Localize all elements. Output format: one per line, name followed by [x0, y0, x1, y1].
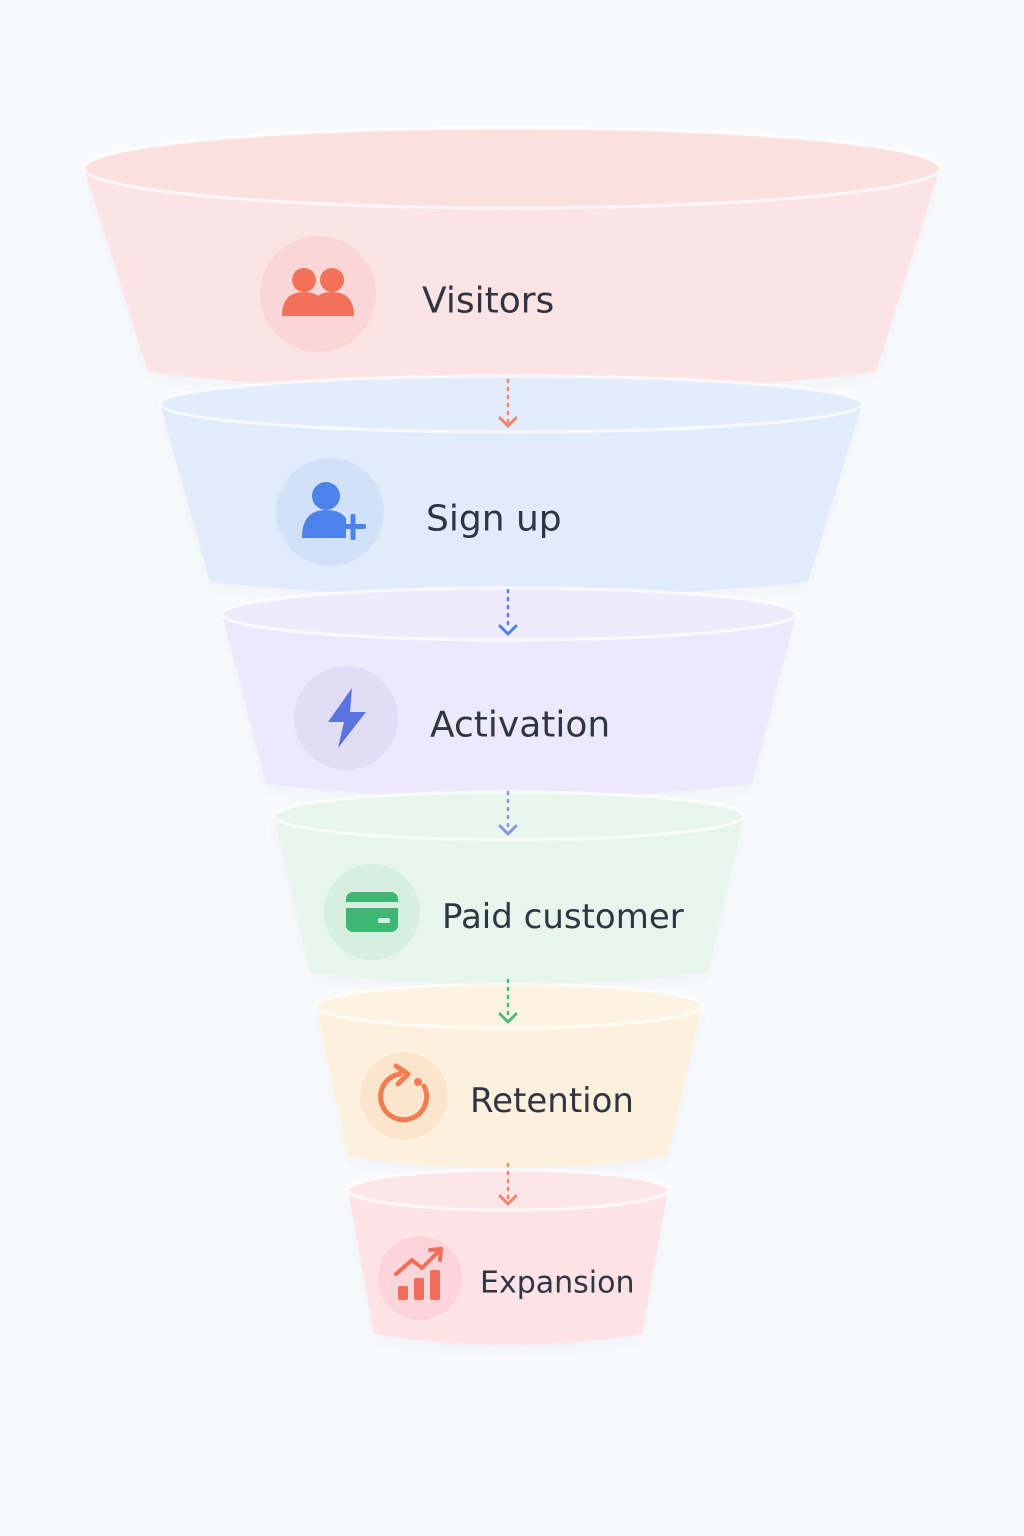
funnel-stage: Visitors — [82, 126, 942, 394]
connector-arrow — [498, 378, 518, 428]
stage-label: Paid customer — [442, 897, 684, 937]
credit-card-icon — [324, 864, 420, 960]
stage-label: Activation — [430, 705, 610, 746]
users-icon — [260, 236, 376, 352]
stage-label: Retention — [470, 1081, 634, 1121]
funnel-stage-rim — [158, 374, 864, 434]
funnel-stage: Expansion — [346, 1168, 670, 1345]
lightning-icon — [294, 666, 398, 770]
connector-arrow — [498, 1162, 518, 1206]
connector-arrow — [498, 790, 518, 836]
stage-label: Visitors — [422, 281, 554, 322]
funnel-stage: Activation — [220, 586, 798, 799]
funnel-stage: Sign up — [158, 374, 864, 598]
refresh-icon — [360, 1052, 448, 1140]
connector-arrow — [498, 978, 518, 1024]
stage-label: Expansion — [480, 1266, 634, 1301]
funnel-stage-rim — [82, 126, 942, 210]
stage-label: Sign up — [426, 499, 562, 540]
connector-arrow — [498, 588, 518, 636]
funnel-stage: Paid customer — [272, 790, 746, 986]
growth-chart-icon — [378, 1236, 462, 1320]
user-plus-icon — [276, 458, 384, 566]
